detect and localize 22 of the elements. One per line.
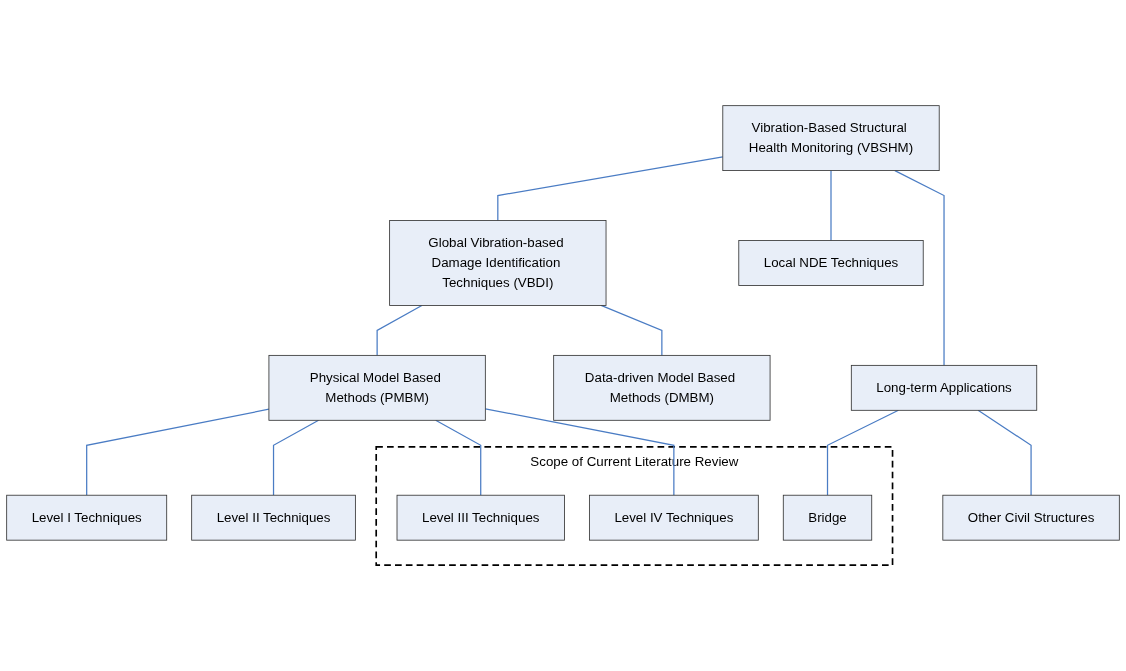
connector xyxy=(830,170,832,242)
node-box: Global Vibration-based Damage Identification Techniques (VBDI) xyxy=(389,220,607,306)
connector xyxy=(435,419,482,496)
connector xyxy=(977,409,1032,496)
connector xyxy=(497,156,724,222)
node-box: Other Civil Structures xyxy=(942,494,1120,541)
node-box: Level I Techniques xyxy=(6,494,168,541)
node-box: Vibration-Based Structural Health Monitoring (VBSHM) xyxy=(722,105,940,172)
connector xyxy=(484,408,675,496)
connector xyxy=(272,419,320,496)
node-box: Level III Techniques xyxy=(396,494,565,541)
node-box: Physical Model Based Methods (PMBM) xyxy=(268,355,486,421)
node-box: Data-driven Model Based Methods (DMBM) xyxy=(553,355,771,421)
node-box: Long-term Applications xyxy=(850,365,1038,411)
connector xyxy=(894,170,945,367)
node-box: Local NDE Techniques xyxy=(738,240,924,286)
connector xyxy=(376,304,423,357)
connector xyxy=(600,304,663,357)
connector xyxy=(86,408,270,496)
node-box: Level IV Techniques xyxy=(589,494,759,541)
node-box: Level II Techniques xyxy=(191,494,356,541)
node-box: Bridge xyxy=(782,494,873,541)
